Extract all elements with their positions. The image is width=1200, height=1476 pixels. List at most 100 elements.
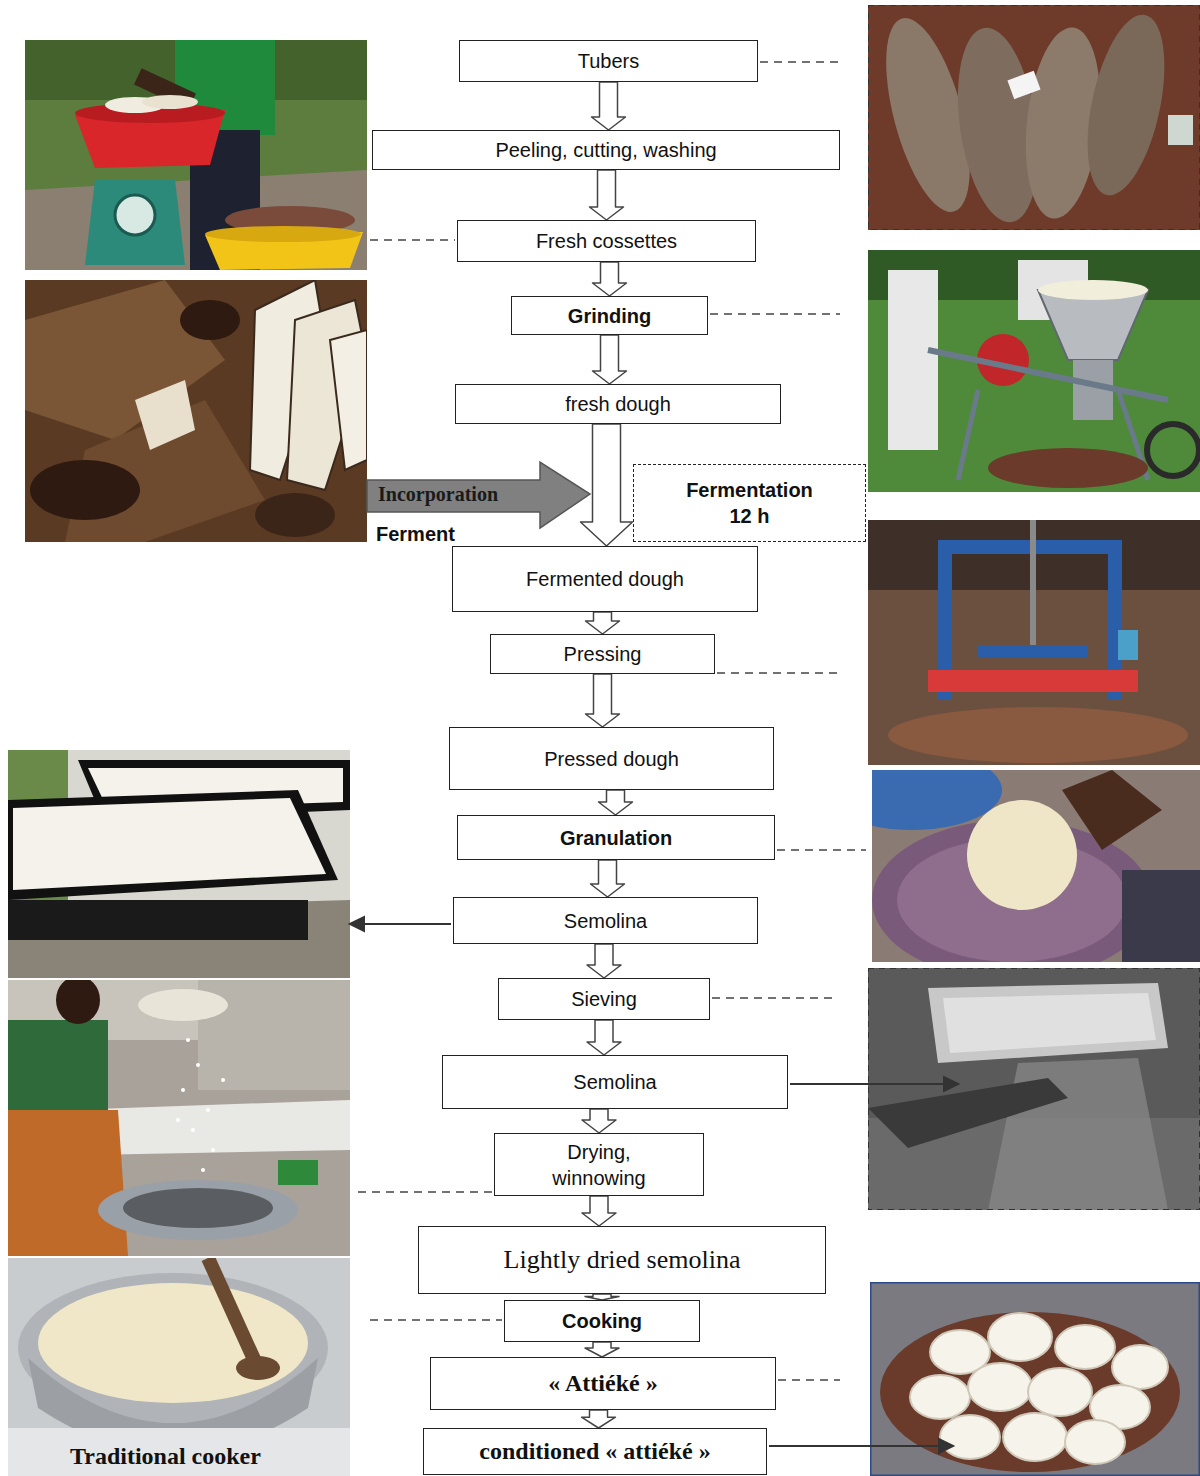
photo-tubers-part bbox=[868, 5, 1200, 230]
photo-press-part bbox=[888, 707, 1188, 763]
node-text: conditioned « attiéké » bbox=[479, 1436, 710, 1467]
attieke-bags-part bbox=[1028, 1368, 1092, 1416]
flow-arrow bbox=[582, 1410, 616, 1428]
photo-weighing-part bbox=[205, 226, 361, 242]
node-text: Pressing bbox=[564, 641, 642, 667]
leader-lines-part bbox=[710, 313, 840, 315]
photo-winnowing-part bbox=[98, 1180, 298, 1240]
attieke-bags-part bbox=[910, 1375, 970, 1419]
photo-granulation-part bbox=[1062, 770, 1162, 850]
leader-lines bbox=[358, 62, 866, 1380]
falling-grains-part bbox=[181, 1088, 185, 1092]
dashed-note-box: Fermentation 12 h bbox=[633, 464, 866, 542]
photo-weighing bbox=[25, 40, 367, 270]
process-box: Granulation bbox=[457, 815, 775, 860]
photo-drying-tables-part bbox=[8, 900, 350, 978]
process-box: Fresh cossettes bbox=[457, 220, 756, 262]
annotation-label: Ferment bbox=[376, 523, 455, 546]
photo-grinder-part bbox=[1038, 290, 1148, 360]
process-box: Drying, winnowing bbox=[494, 1133, 704, 1196]
photo-drying-tables-part bbox=[13, 798, 326, 890]
photo-press-part bbox=[868, 520, 1200, 765]
leader-lines-part bbox=[712, 997, 838, 999]
leader-lines-part bbox=[777, 849, 866, 851]
process-box: Semolina bbox=[453, 897, 758, 944]
photo-winnowing-part bbox=[138, 989, 228, 1021]
attieke-bags-part bbox=[988, 1313, 1052, 1361]
falling-grains-part bbox=[186, 1038, 190, 1042]
photo-weighing-part bbox=[25, 40, 367, 270]
photo-peeling-part bbox=[287, 300, 367, 490]
leader-lines-part bbox=[370, 239, 455, 241]
photo-cooking-part bbox=[236, 1356, 280, 1380]
node-text: Drying, winnowing bbox=[524, 1139, 674, 1191]
node-text: Peeling, cutting, washing bbox=[495, 137, 716, 163]
flow-arrow bbox=[586, 612, 620, 634]
attieke-bags-part bbox=[940, 1415, 1000, 1459]
attieke-bags bbox=[910, 1313, 1168, 1464]
flow-arrow bbox=[585, 1342, 619, 1357]
photo-sieving-part bbox=[868, 968, 1200, 1210]
photo-grinder-part bbox=[888, 270, 938, 450]
photo-grinder-part bbox=[1147, 424, 1199, 476]
photo-grinder-part bbox=[1038, 280, 1148, 300]
process-box: Grinding bbox=[511, 296, 708, 335]
node-text: Semolina bbox=[564, 908, 647, 934]
flow-arrow bbox=[593, 335, 627, 384]
process-box: Sieving bbox=[498, 978, 710, 1020]
falling-grains-part bbox=[191, 1128, 195, 1132]
photo-peeling bbox=[25, 280, 367, 542]
node-text: Sieving bbox=[571, 986, 637, 1012]
process-box: Semolina bbox=[442, 1055, 788, 1109]
photo-sieving-part bbox=[988, 1058, 1168, 1210]
photo-grinder-part bbox=[868, 250, 1200, 492]
photo-arrows-part bbox=[790, 1083, 945, 1085]
photo-winnowing-part bbox=[56, 976, 100, 1024]
leader-lines-part bbox=[760, 61, 840, 63]
photo-arrows-part bbox=[939, 1439, 953, 1453]
node-text: Semolina bbox=[573, 1069, 656, 1095]
photo-tubers-part bbox=[868, 5, 1200, 230]
photo-packed-attieke-part bbox=[880, 1312, 1180, 1472]
photo-arrows-part bbox=[350, 917, 364, 931]
photo-drying-tables bbox=[8, 750, 350, 978]
photo-cooking bbox=[8, 1258, 350, 1476]
photo-grinder bbox=[868, 250, 1200, 492]
node-text: Pressed dough bbox=[544, 746, 679, 772]
photo-weighing-part bbox=[142, 95, 198, 109]
photo-arrows-part bbox=[769, 1445, 940, 1447]
photo-tubers-part bbox=[1168, 115, 1193, 145]
flow-arrow bbox=[593, 262, 627, 296]
photo-press-part bbox=[1030, 520, 1036, 650]
photo-winnowing-part bbox=[8, 1020, 108, 1110]
photo-peeling-part bbox=[330, 330, 367, 470]
node-text: Fermented dough bbox=[526, 566, 684, 592]
falling-grains bbox=[176, 1038, 225, 1172]
photo-arrows-part bbox=[362, 923, 451, 925]
photo-granulation-part bbox=[967, 800, 1077, 910]
photo-winnowing-part bbox=[8, 980, 350, 1256]
photo-press-part bbox=[1118, 630, 1138, 660]
photo-tubers-part bbox=[1074, 8, 1179, 202]
photo-granulation-part bbox=[1122, 870, 1200, 962]
photo-granulation-part bbox=[822, 750, 1002, 830]
flow-arrow bbox=[582, 1109, 616, 1133]
node-text: Grinding bbox=[568, 303, 651, 329]
photo-cooking-part bbox=[8, 1258, 350, 1476]
photo-press bbox=[868, 520, 1200, 765]
attieke-bags-part bbox=[1112, 1345, 1168, 1389]
photo-winnowing-part bbox=[8, 1110, 128, 1256]
photo-peeling-part bbox=[255, 493, 335, 537]
photo-tubers bbox=[868, 5, 1200, 230]
node-text: fresh dough bbox=[565, 391, 671, 417]
attieke-bags-part bbox=[1003, 1413, 1067, 1461]
photo-arrows bbox=[350, 917, 958, 1453]
photo-drying-tables-part bbox=[8, 790, 338, 900]
process-box: conditioned « attiéké » bbox=[423, 1428, 767, 1475]
falling-grains-part bbox=[206, 1108, 210, 1112]
photo-granulation bbox=[822, 750, 1200, 980]
process-box: Peeling, cutting, washing bbox=[372, 130, 840, 170]
falling-grains-part bbox=[211, 1148, 215, 1152]
leader-lines-part bbox=[717, 672, 840, 674]
